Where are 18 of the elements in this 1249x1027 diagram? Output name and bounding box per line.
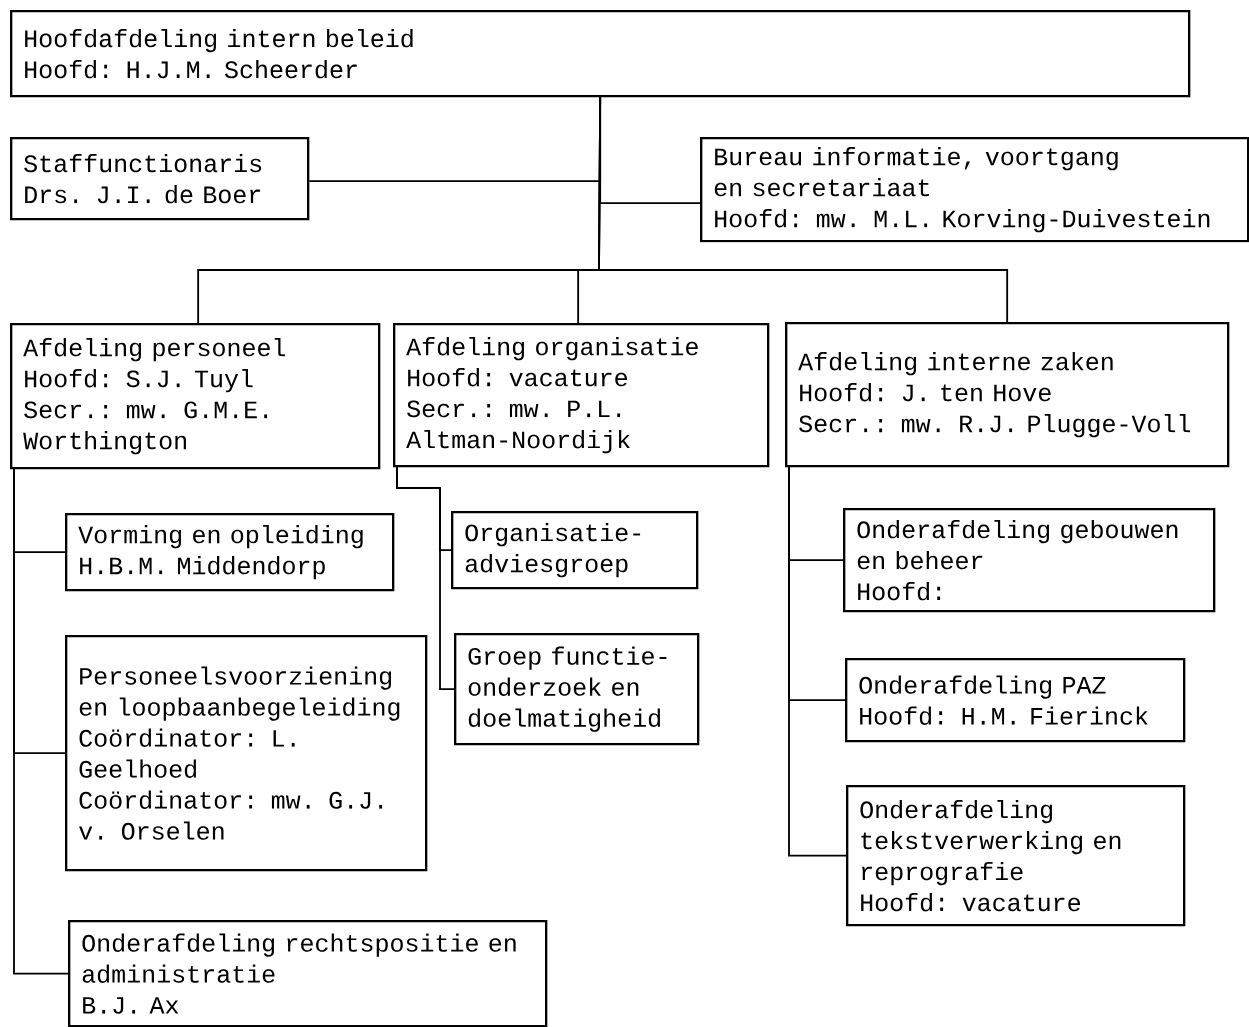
- connector-line: [13, 468, 69, 975]
- org-box: Hoofdafdeling intern beleid Hoofd: H.J.M. Scheerder: [10, 10, 1191, 98]
- connector-line: [598, 96, 1009, 323]
- org-box: Organisatie-adviesgroep: [451, 511, 699, 590]
- connector-line: [396, 466, 455, 691]
- org-box: Groep functie-onderzoek en doelmatigheid: [454, 633, 700, 746]
- org-box: Onderafdeling gebouwen en beheer Hoofd:: [843, 508, 1216, 613]
- org-box: Afdeling organisatie Hoofd: vacature Secr.: mw. P.L. Altman-Noordijk: [393, 323, 770, 468]
- org-box: Afdeling interne zaken Hoofd: J. ten Hove Secr.: mw. R.J. Plugge-Voll: [785, 322, 1230, 468]
- org-box: Vorming en opleiding H.B.M. Middendorp: [65, 513, 395, 592]
- org-box: Bureau informatie, voortgang en secretariaat Hoofd: mw. M.L. Korving-Duivestein: [700, 137, 1249, 243]
- org-box: Afdeling personeel Hoofd: S.J. Tuyl Secr.: mw. G.M.E. Worthington: [10, 323, 381, 470]
- org-box: Onderafdeling tekstverwerking en reprografie Hoofd: vacature: [846, 785, 1186, 927]
- org-box: Staffunctionaris Drs. J.I. de Boer: [10, 137, 310, 221]
- org-box: Onderafdeling PAZ Hoofd: H.M. Fierinck: [845, 658, 1186, 743]
- connector-line: [788, 466, 847, 857]
- org-box: Onderafdeling rechtspositie en administratie B.J. Ax: [68, 920, 548, 1027]
- org-box: Personeelsvoorziening en loopbaanbegeleiding Coördinator: L. Geelhoed Coördinator: mw. G.J. v. Orselen: [65, 635, 428, 872]
